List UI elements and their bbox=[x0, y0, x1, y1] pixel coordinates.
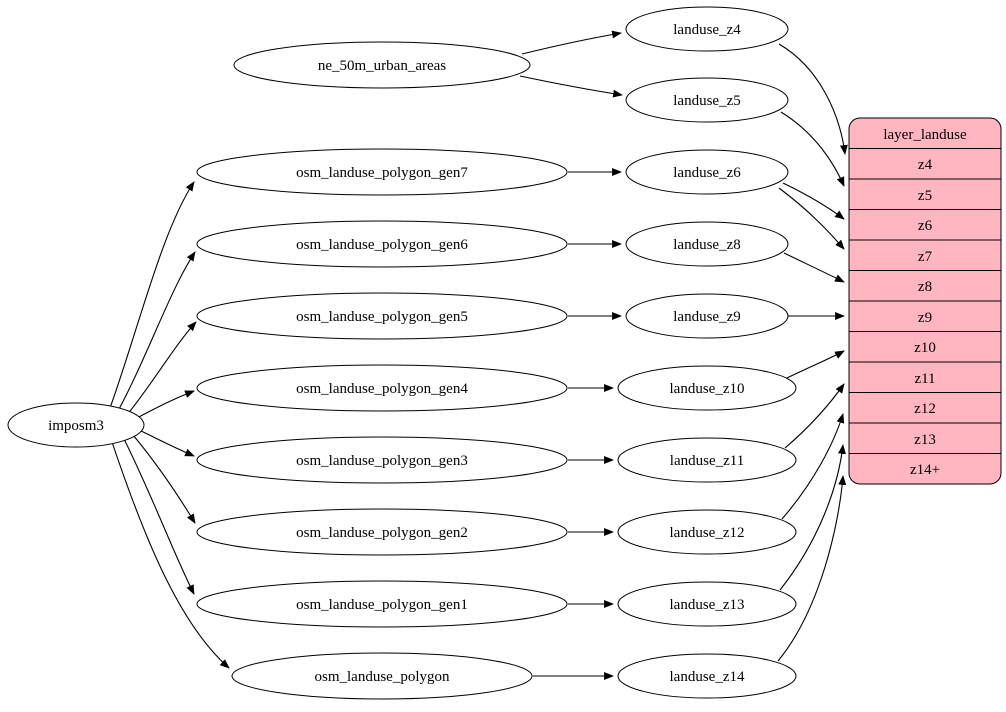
table-row-z4: z4 bbox=[918, 157, 933, 173]
table-layer-landuse: layer_landuse z4 z5 z6 z7 z8 z9 z10 z11 … bbox=[848, 117, 1002, 485]
node-landuse-z9-label: landuse_z9 bbox=[673, 309, 740, 325]
edge-imposm3-gen4 bbox=[134, 390, 195, 420]
table-row-z14plus: z14+ bbox=[910, 462, 940, 478]
node-gen7-label: osm_landuse_polygon_gen7 bbox=[296, 165, 468, 181]
node-landuse-z8: landuse_z8 bbox=[625, 221, 789, 267]
node-polygon-shape bbox=[231, 652, 533, 700]
node-gen6-label: osm_landuse_polygon_gen6 bbox=[296, 237, 468, 253]
node-gen2-label: osm_landuse_polygon_gen2 bbox=[296, 525, 468, 541]
node-gen1-label: osm_landuse_polygon_gen1 bbox=[296, 597, 468, 613]
edge-imposm3-gen7 bbox=[109, 181, 195, 409]
node-gen4-label: osm_landuse_polygon_gen4 bbox=[296, 381, 468, 397]
edge-landusez14-row-z14 bbox=[777, 475, 847, 662]
node-osm-landuse-polygon-gen4: osm_landuse_polygon_gen4 bbox=[196, 364, 568, 412]
node-gen6-shape bbox=[196, 220, 568, 268]
edge-ne50m-landusez4 bbox=[521, 30, 622, 55]
node-osm-landuse-polygon-gen1: osm_landuse_polygon_gen1 bbox=[196, 580, 568, 628]
node-landuse-z9-shape bbox=[625, 293, 789, 339]
node-landuse-z13-shape bbox=[617, 581, 797, 627]
edge-landusez10-row-z10 bbox=[786, 350, 845, 379]
node-osm-landuse-polygon-gen2: osm_landuse_polygon_gen2 bbox=[196, 508, 568, 556]
edge-imposm3-gen5 bbox=[126, 321, 197, 416]
node-landuse-z10-shape bbox=[617, 365, 797, 411]
node-osm-landuse-polygon-gen5: osm_landuse_polygon_gen5 bbox=[196, 292, 568, 340]
table-row-z8: z8 bbox=[918, 279, 932, 295]
node-ne-50m-urban-areas: ne_50m_urban_areas bbox=[233, 41, 531, 89]
node-gen3-label: osm_landuse_polygon_gen3 bbox=[296, 453, 468, 469]
edge-landusez8-row-z8 bbox=[783, 252, 845, 283]
node-gen5-label: osm_landuse_polygon_gen5 bbox=[296, 309, 468, 325]
node-landuse-z11: landuse_z11 bbox=[617, 437, 797, 483]
edge-landusez4-row-z4 bbox=[778, 43, 848, 155]
node-landuse-z11-shape bbox=[617, 437, 797, 483]
table-row-z11: z11 bbox=[914, 371, 935, 387]
node-landuse-z4: landuse_z4 bbox=[625, 6, 789, 52]
node-osm-landuse-polygon: osm_landuse_polygon bbox=[231, 652, 533, 700]
node-imposm3-shape bbox=[7, 402, 145, 448]
node-landuse-z13: landuse_z13 bbox=[617, 581, 797, 627]
node-osm-landuse-polygon-gen3: osm_landuse_polygon_gen3 bbox=[196, 436, 568, 484]
table-title: layer_landuse bbox=[883, 127, 967, 143]
edge-landusez5-row-z5 bbox=[780, 111, 845, 187]
edge-imposm3-gen2 bbox=[132, 434, 196, 524]
node-landuse-z6-label: landuse_z6 bbox=[673, 165, 741, 181]
table-row-z13: z13 bbox=[914, 432, 936, 448]
table-row-z6: z6 bbox=[918, 218, 933, 234]
node-gen3-shape bbox=[196, 436, 568, 484]
node-landuse-z5-shape bbox=[625, 77, 789, 123]
node-landuse-z11-label: landuse_z11 bbox=[670, 453, 744, 469]
node-landuse-z12-label: landuse_z12 bbox=[670, 525, 745, 541]
table-row-z10: z10 bbox=[914, 340, 936, 356]
edge-landusez6-row-z6 bbox=[782, 182, 845, 220]
node-gen1-shape bbox=[196, 580, 568, 628]
node-landuse-z12-shape bbox=[617, 509, 797, 555]
node-landuse-z9: landuse_z9 bbox=[625, 293, 789, 339]
node-osm-landuse-polygon-gen7: osm_landuse_polygon_gen7 bbox=[196, 148, 568, 196]
node-imposm3: imposm3 bbox=[7, 402, 145, 448]
node-landuse-z4-label: landuse_z4 bbox=[673, 22, 741, 38]
edge-landusez11-row-z11 bbox=[784, 383, 845, 449]
node-landuse-z10: landuse_z10 bbox=[617, 365, 797, 411]
node-gen2-shape bbox=[196, 508, 568, 556]
node-landuse-z13-label: landuse_z13 bbox=[670, 597, 745, 613]
table-row-z12: z12 bbox=[914, 401, 936, 417]
node-landuse-z6-shape bbox=[625, 149, 789, 195]
edge-landusez12-row-z12 bbox=[781, 413, 845, 520]
node-polygon-label: osm_landuse_polygon bbox=[315, 669, 450, 685]
edge-imposm3-gen6 bbox=[117, 251, 196, 412]
node-landuse-z4-shape bbox=[625, 6, 789, 52]
node-landuse-z10-label: landuse_z10 bbox=[670, 381, 745, 397]
edge-landusez13-row-z13 bbox=[779, 444, 846, 591]
node-gen4-shape bbox=[196, 364, 568, 412]
node-landuse-z8-shape bbox=[625, 221, 789, 267]
node-landuse-z5-label: landuse_z5 bbox=[673, 93, 740, 109]
edge-imposm3-polygon bbox=[111, 441, 230, 669]
node-landuse-z12: landuse_z12 bbox=[617, 509, 797, 555]
edge-landusez6-row-z7 bbox=[778, 187, 845, 250]
table-row-z9: z9 bbox=[918, 310, 932, 326]
table-row-z5: z5 bbox=[918, 188, 932, 204]
node-landuse-z14-label: landuse_z14 bbox=[670, 669, 745, 685]
edges-layer bbox=[109, 30, 848, 680]
edge-imposm3-gen1 bbox=[123, 438, 195, 595]
node-ne-50m-urban-areas-label: ne_50m_urban_areas bbox=[318, 58, 446, 74]
node-gen7-shape bbox=[196, 148, 568, 196]
node-landuse-z8-label: landuse_z8 bbox=[673, 237, 740, 253]
node-gen5-shape bbox=[196, 292, 568, 340]
node-imposm3-label: imposm3 bbox=[48, 418, 104, 434]
table-row-z7: z7 bbox=[918, 249, 933, 265]
node-osm-landuse-polygon-gen6: osm_landuse_polygon_gen6 bbox=[196, 220, 568, 268]
node-ne-50m-urban-areas-shape bbox=[233, 41, 531, 89]
edge-imposm3-gen3 bbox=[138, 429, 195, 457]
node-landuse-z14: landuse_z14 bbox=[617, 653, 797, 699]
node-landuse-z6: landuse_z6 bbox=[625, 149, 789, 195]
edge-ne50m-landusez5 bbox=[519, 75, 623, 98]
node-landuse-z14-shape bbox=[617, 653, 797, 699]
node-landuse-z5: landuse_z5 bbox=[625, 77, 789, 123]
